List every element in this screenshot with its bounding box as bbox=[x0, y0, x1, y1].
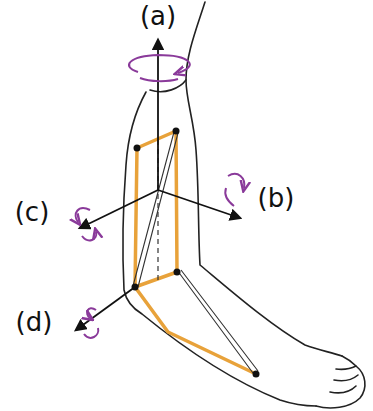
axis-label: (d) bbox=[16, 309, 53, 335]
axis-label: (a) bbox=[140, 3, 176, 29]
skeleton-lines bbox=[135, 131, 256, 374]
joint-dots bbox=[132, 128, 260, 378]
rotation-arrows bbox=[76, 55, 245, 338]
arm-outline bbox=[123, 2, 365, 408]
muscle-lines bbox=[133, 132, 258, 373]
axis-label: (c) bbox=[15, 199, 50, 225]
rotation-axes bbox=[76, 40, 240, 330]
axis-label: (b) bbox=[258, 185, 295, 211]
